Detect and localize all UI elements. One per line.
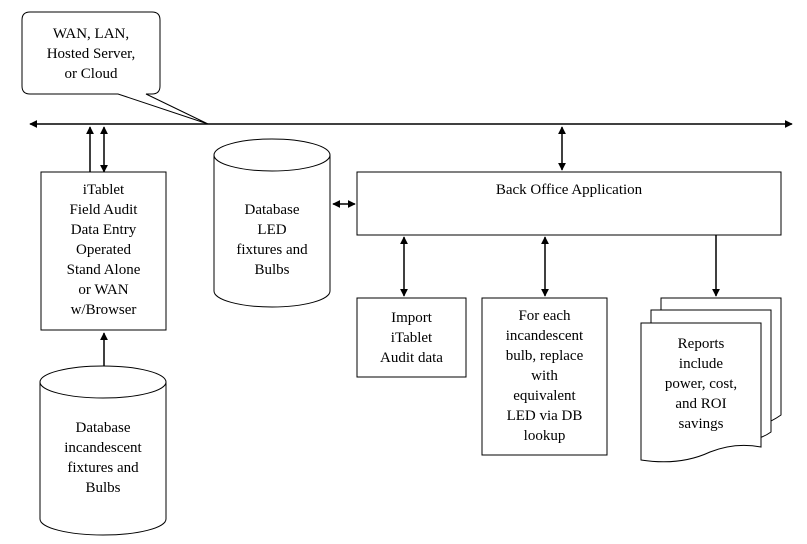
itablet-label: iTablet Field Audit Data Entry Operated … [66,182,141,318]
back-office-box [356,171,782,236]
network-callout-label: WAN, LAN, Hosted Server, or Cloud [46,26,136,82]
import-box [356,297,467,378]
back-office-label: Back Office Application [495,182,643,198]
itablet-box [40,171,167,331]
reports-label: Reports include power, cost, and ROI sav… [664,336,738,432]
replace-label: For each incandescent bulb, replace with… [505,308,584,444]
led-db-cylinder [213,138,331,308]
incandescent-db-cylinder [39,365,167,536]
replace-box [481,297,608,456]
reports-document-stack [640,297,782,463]
incandescent-db-label: Database incandescent fixtures and Bulbs [64,420,142,496]
import-label: Import iTablet Audit data [380,310,443,366]
led-db-label: Database LED fixtures and Bulbs [236,202,308,278]
network-callout-bubble [21,11,209,125]
